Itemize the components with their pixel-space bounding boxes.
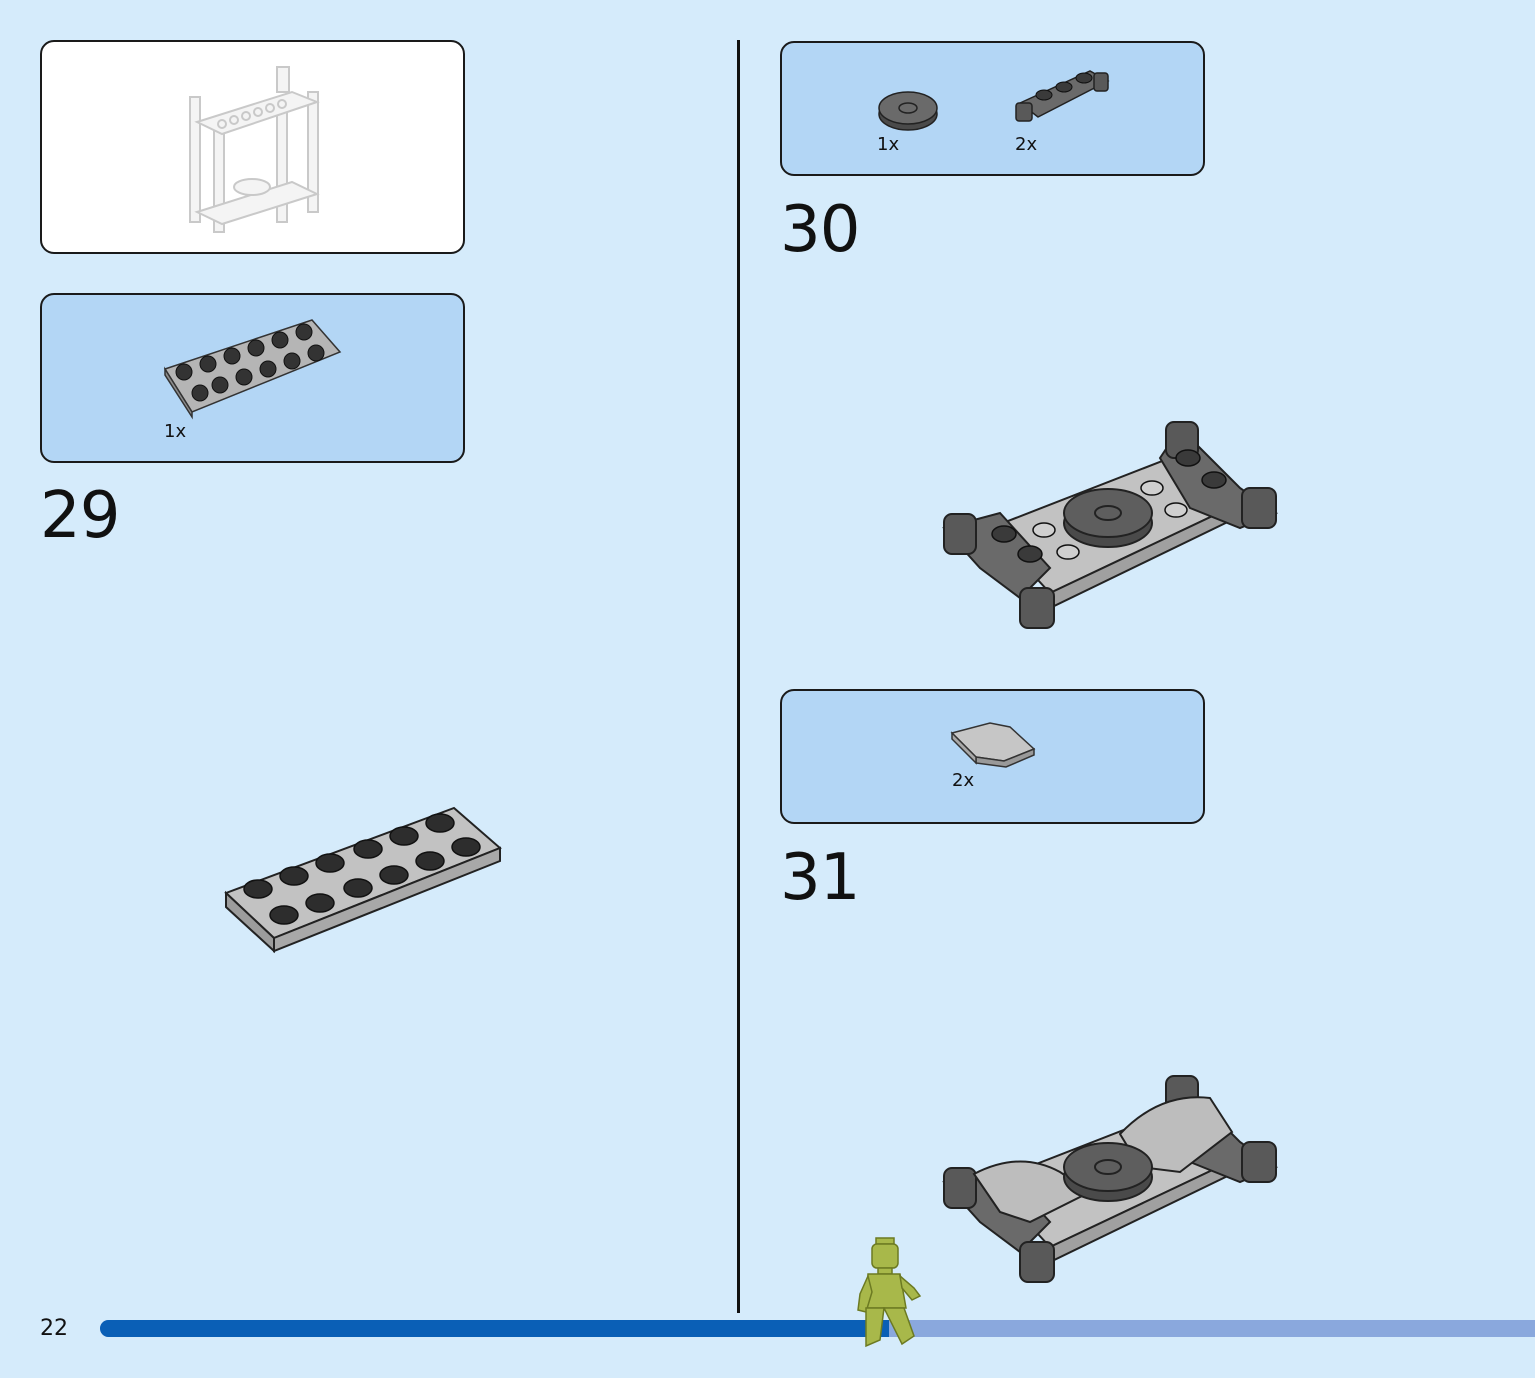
step-31-assembly-image (942, 1075, 1279, 1283)
step-30-assembly-image (942, 421, 1279, 629)
parts-list-step-31: 2x (780, 689, 1205, 824)
model-preview-image (189, 66, 320, 233)
step-number-29: 29 (40, 479, 120, 553)
minifigure-progress-marker (857, 1237, 922, 1348)
page-number: 22 (40, 1316, 68, 1341)
step-number-31: 31 (780, 841, 860, 915)
curved-plate-dark-grey-part (1015, 70, 1110, 122)
step-number-30: 30 (780, 193, 860, 267)
part-quantity: 1x (164, 421, 187, 442)
parts-list-step-30: 1x 2x (780, 41, 1205, 176)
step-29-assembly-image (224, 806, 502, 954)
curved-slope-light-grey-part (950, 722, 1036, 768)
part-quantity: 1x (877, 134, 900, 155)
page-divider (737, 40, 740, 1313)
progress-bar-fill (100, 1320, 889, 1337)
plate-2x8-light-grey-part (163, 319, 342, 420)
parts-list-step-29: 1x (40, 293, 465, 463)
round-tile-2x2-dark-grey-part (878, 91, 938, 131)
part-quantity: 2x (1015, 134, 1038, 155)
part-quantity: 2x (952, 770, 975, 791)
model-preview-box (40, 40, 465, 254)
